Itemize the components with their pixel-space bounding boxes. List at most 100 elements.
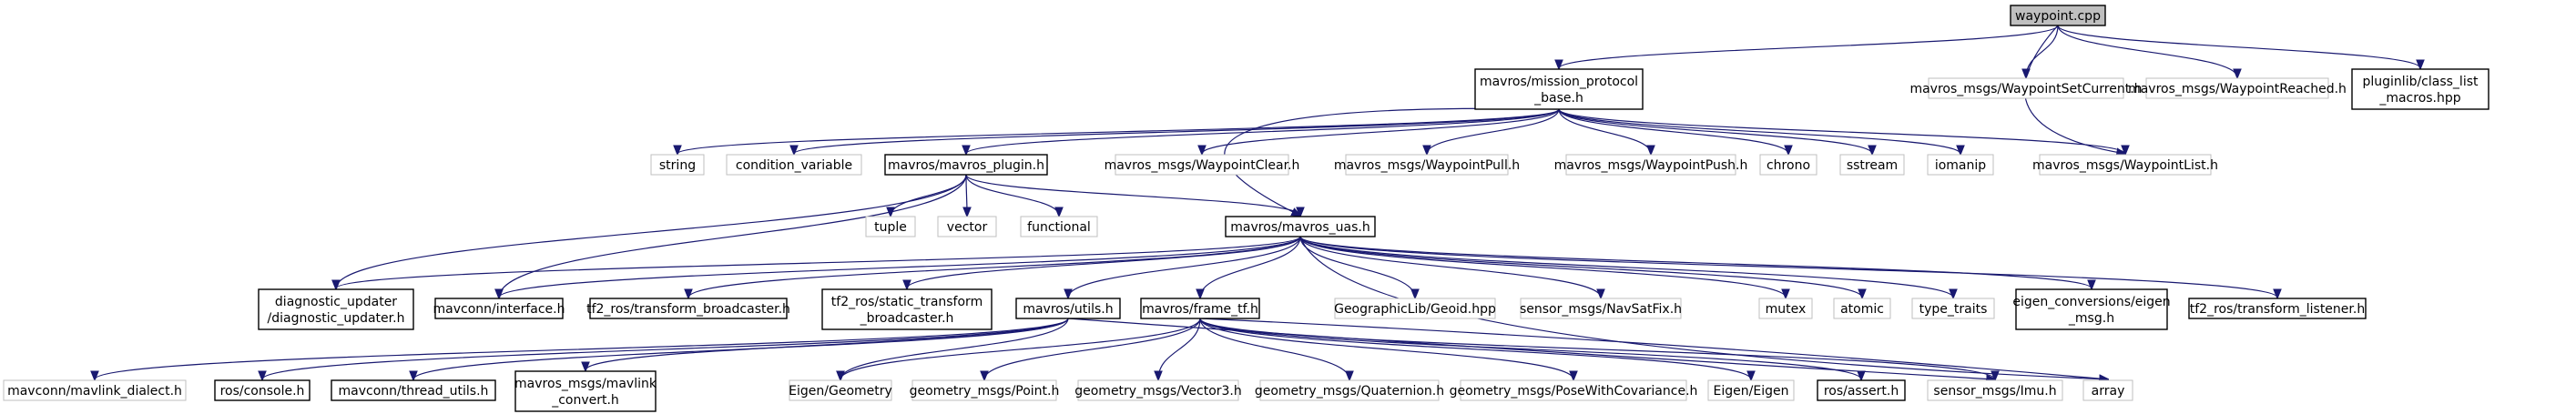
edge-mavros-uas-to-mavros-utils <box>1068 236 1301 298</box>
node-box <box>1015 298 1121 319</box>
node-box <box>1839 154 1905 176</box>
node-label: mavconn/interface.h <box>433 302 565 317</box>
edge-mission-protocol-base-to-mavros-uas <box>1224 107 1560 216</box>
edges <box>95 25 2420 379</box>
node-box <box>1520 298 1682 319</box>
node-box <box>1020 216 1098 237</box>
node-geometry-point: geometry_msgs/Point.h <box>910 379 1059 401</box>
node-ros-console[interactable]: ros/console.h <box>214 379 311 401</box>
edge-mavros-plugin-to-vector <box>966 174 967 216</box>
node-label: mavros_msgs/WaypointPush.h <box>1554 158 1748 173</box>
edge-mavros-utils-to-mavlink-convert <box>585 318 1069 370</box>
node-label: geometry_msgs/Quaternion.h <box>1255 384 1444 399</box>
node-box <box>214 379 311 401</box>
node-box <box>514 370 657 412</box>
node-waypoint-pull: mavros_msgs/WaypointPull.h <box>1334 154 1520 176</box>
node-label: tf2_ros/transform_listener.h <box>2190 302 2365 317</box>
node-sstream: sstream <box>1839 154 1905 176</box>
node-mavconn-interface[interactable]: mavconn/interface.h <box>433 298 565 319</box>
node-navsatfix: sensor_msgs/NavSatFix.h <box>1520 298 1682 319</box>
node-waypoint-set-current: mavros_msgs/WaypointSetCurrent.h <box>1909 77 2143 99</box>
node-label: _base.h <box>1533 91 1583 106</box>
node-geoid: GeographicLib/Geoid.hpp <box>1334 298 1496 319</box>
node-mavros-plugin[interactable]: mavros/mavros_plugin.h <box>884 154 1048 176</box>
node-label: mavros_msgs/WaypointList.h <box>2032 158 2218 173</box>
node-box <box>2010 5 2106 26</box>
node-box <box>2039 154 2212 176</box>
node-label: mutex <box>1766 302 1807 317</box>
node-label: array <box>2092 384 2125 399</box>
edge-mavros-uas-to-mavros-frame-tf <box>1200 236 1301 298</box>
node-tf2-static-transform-broadcaster[interactable]: tf2_ros/static_transform_broadcaster.h <box>821 288 993 330</box>
node-type-traits: type_traits <box>1911 298 1995 319</box>
node-eigen-eigen: Eigen/Eigen <box>1707 379 1795 401</box>
node-chrono: chrono <box>1759 154 1817 176</box>
node-label: mavros/mavros_plugin.h <box>888 158 1044 173</box>
node-mavlink-convert[interactable]: mavros_msgs/mavlink_convert.h <box>514 370 657 412</box>
node-label: iomanip <box>1935 158 1986 173</box>
node-class-list-macros[interactable]: pluginlib/class_list_macros.hpp <box>2351 68 2489 110</box>
node-label: string <box>659 158 696 173</box>
node-label: _broadcaster.h <box>860 311 954 326</box>
edge-mavros-uas-to-eigen-conversions <box>1299 236 2092 288</box>
node-label: mavros/mission_protocol <box>1480 75 1638 89</box>
node-waypoint-cpp[interactable]: waypoint.cpp <box>2010 5 2106 26</box>
node-box <box>1928 77 2124 99</box>
node-diagnostic-updater[interactable]: diagnostic_updater/diagnostic_updater.h <box>258 288 414 330</box>
node-mission-protocol-base[interactable]: mavros/mission_protocol _base.h <box>1474 68 1644 110</box>
edge-mavros-frame-tf-to-array <box>1199 318 2108 379</box>
node-atomic: atomic <box>1833 298 1891 319</box>
node-mavros-frame-tf[interactable]: mavros/frame_tf.h <box>1140 298 1260 319</box>
edge-mavros-uas-to-navsatfix <box>1299 236 1601 298</box>
node-eigen-conversions[interactable]: eigen_conversions/eigen_msg.h <box>2012 288 2171 330</box>
node-vector: vector <box>937 216 997 237</box>
node-label: type_traits <box>1919 302 1988 317</box>
node-mavros-uas[interactable]: mavros/mavros_uas.h <box>1225 216 1376 237</box>
node-ros-assert[interactable]: ros/assert.h <box>1817 379 1906 401</box>
node-thread-utils[interactable]: mavconn/thread_utils.h <box>331 379 496 401</box>
node-tf2-transform-listener[interactable]: tf2_ros/transform_listener.h <box>2188 298 2367 319</box>
node-label: condition_variable <box>736 158 852 173</box>
node-box <box>3 379 187 401</box>
edge-mission-protocol-base-to-waypoint-list <box>1558 108 2125 154</box>
node-tf2-transform-broadcaster[interactable]: tf2_ros/transform_broadcaster.h <box>586 298 790 319</box>
node-box <box>2351 68 2489 110</box>
node-label: Eigen/Eigen <box>1714 384 1789 399</box>
node-box <box>1460 379 1687 401</box>
edge-mission-protocol-base-to-sstream <box>1558 108 1872 154</box>
node-box <box>726 154 862 176</box>
node-label: Eigen/Geometry <box>789 384 892 399</box>
node-string: string <box>650 154 705 176</box>
node-box <box>589 298 788 319</box>
edge-mavros-uas-to-tf2-transform-broadcaster <box>688 236 1301 298</box>
node-box <box>1334 298 1496 319</box>
node-label: tuple <box>874 220 907 235</box>
edge-mavros-uas-to-mavconn-interface <box>499 236 1301 298</box>
node-label: tf2_ros/transform_broadcaster.h <box>586 302 790 317</box>
edge-mavros-plugin-to-mavros-uas <box>965 174 1300 216</box>
edge-mission-protocol-base-to-waypoint-clear <box>1202 108 1560 154</box>
node-geometry-quaternion: geometry_msgs/Quaternion.h <box>1255 379 1444 401</box>
edge-mission-protocol-base-to-chrono <box>1558 108 1788 154</box>
node-box <box>1927 379 2063 401</box>
node-label: mavros/frame_tf.h <box>1142 302 1258 317</box>
node-label: eigen_conversions/eigen <box>2012 295 2170 309</box>
edge-mavros-frame-tf-to-geometry-vector3 <box>1158 318 1201 379</box>
edge-mission-protocol-base-to-waypoint-pull <box>1427 108 1560 154</box>
node-label: mavros_msgs/WaypointPull.h <box>1334 158 1520 173</box>
node-label: geometry_msgs/Vector3.h <box>1074 384 1242 399</box>
node-iomanip: iomanip <box>1927 154 1994 176</box>
edge-mavros-uas-to-mutex <box>1299 236 1786 298</box>
edge-mavros-frame-tf-to-pose-with-covariance <box>1199 318 1573 379</box>
node-waypoint-list: mavros_msgs/WaypointList.h <box>2032 154 2218 176</box>
node-tuple: tuple <box>865 216 916 237</box>
node-box <box>1833 298 1891 319</box>
node-label: mavconn/thread_utils.h <box>339 384 489 399</box>
node-label: /diagnostic_updater.h <box>268 311 405 326</box>
node-eigen-geometry: Eigen/Geometry <box>789 379 892 401</box>
node-label: functional <box>1027 220 1091 235</box>
node-label: _convert.h <box>551 393 619 408</box>
node-label: mavros_msgs/WaypointClear.h <box>1105 158 1300 173</box>
node-mavros-utils[interactable]: mavros/utils.h <box>1015 298 1121 319</box>
edge-mavros-uas-to-array <box>1299 236 2108 379</box>
